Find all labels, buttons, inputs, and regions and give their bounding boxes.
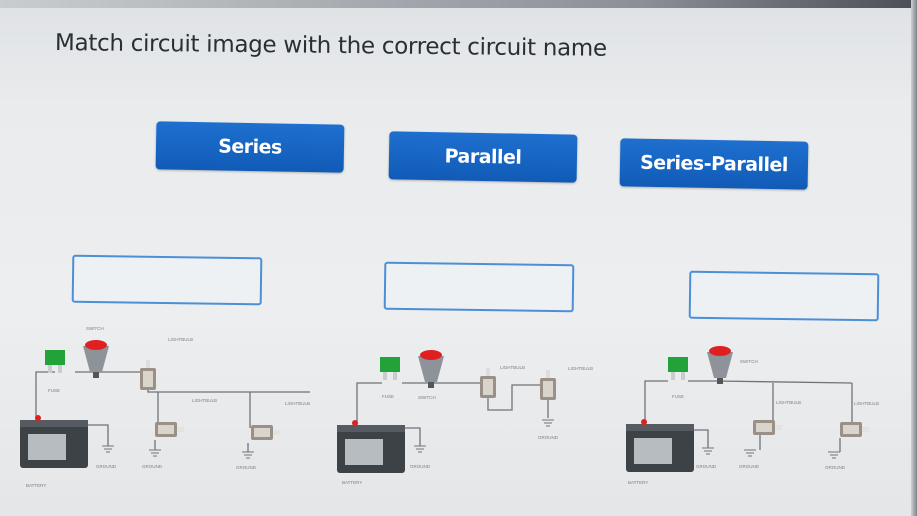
- wire: [692, 429, 709, 448]
- wire: [356, 382, 382, 425]
- label-ground: GROUND: [410, 464, 431, 469]
- screen-edge: [911, 0, 917, 516]
- ground-icon: [542, 419, 554, 427]
- label-switch: SWITCH: [418, 395, 436, 400]
- lightbulb-icon: [540, 370, 556, 400]
- battery-icon: [626, 419, 694, 472]
- ground-icon: [702, 447, 714, 455]
- wire: [487, 384, 540, 411]
- battery-icon: [337, 420, 405, 473]
- lightbulb-icon: [155, 422, 184, 437]
- battery-icon: [20, 415, 88, 468]
- label-lightbulb: LIGHTBULB: [168, 337, 193, 342]
- wire: [35, 371, 55, 420]
- label-battery: BATTERY: [628, 480, 648, 485]
- lightbulb-icon: [480, 368, 496, 398]
- switch-icon: [83, 340, 109, 378]
- ground-icon: [102, 445, 114, 453]
- wire: [688, 380, 853, 384]
- lightbulb-icon: [840, 422, 869, 437]
- switch-icon: [707, 346, 733, 384]
- ground-icon: [414, 445, 426, 453]
- lightbulb-icon: [140, 360, 156, 390]
- label-lightbulb: LIGHTBULB: [285, 401, 310, 406]
- ground-icon: [744, 449, 756, 457]
- label-switch: SWITCH: [86, 326, 104, 331]
- label-lightbulb: LIGHTBULB: [500, 365, 525, 370]
- label-ground: GROUND: [96, 464, 117, 469]
- label-lightbulb: LIGHTBULB: [192, 398, 217, 403]
- label-fuse: FUSE: [672, 394, 684, 399]
- ground-icon: [828, 451, 840, 459]
- wire: [644, 380, 668, 424]
- label-ground: GROUND: [142, 464, 163, 469]
- fuse-icon: [380, 357, 400, 380]
- label-battery: BATTERY: [26, 483, 46, 488]
- fuse-icon: [45, 350, 65, 373]
- label-ground: GROUND: [538, 435, 559, 440]
- label-ground: GROUND: [739, 464, 760, 469]
- label-ground: GROUND: [236, 465, 257, 470]
- label-ground: GROUND: [825, 465, 846, 470]
- components: [20, 340, 869, 473]
- fuse-icon: [668, 357, 688, 380]
- label-lightbulb: LIGHTBULB: [568, 366, 593, 371]
- label-lightbulb: LIGHTBULB: [854, 401, 879, 406]
- label-ground: GROUND: [696, 464, 717, 469]
- label-fuse: FUSE: [48, 388, 60, 393]
- wire: [147, 388, 310, 393]
- label-switch: SWITCH: [740, 359, 758, 364]
- lightbulb-icon: [753, 420, 782, 435]
- label-fuse: FUSE: [382, 394, 394, 399]
- switch-icon: [418, 350, 444, 388]
- wire: [402, 427, 421, 446]
- screen-bezel: [0, 0, 917, 8]
- lightbulb-icon: [251, 425, 280, 440]
- ground-icon: [242, 451, 254, 459]
- wire: [88, 424, 109, 446]
- label-lightbulb: LIGHTBULB: [776, 400, 801, 405]
- wires: [35, 371, 853, 452]
- ground-icon: [149, 449, 161, 457]
- label-battery: BATTERY: [342, 480, 362, 485]
